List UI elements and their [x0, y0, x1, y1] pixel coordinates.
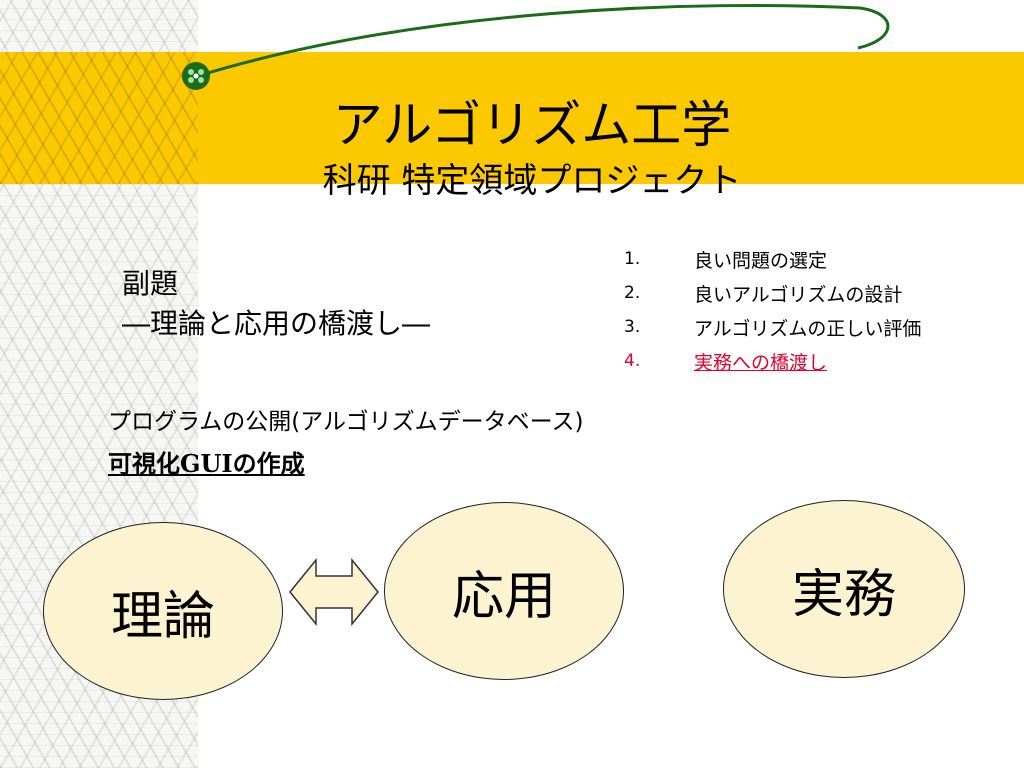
list-text: アルゴリズムの正しい評価	[694, 317, 922, 340]
list-number: 4.	[624, 351, 641, 371]
list-number: 2.	[624, 283, 641, 303]
application-ellipse: 応用	[384, 502, 624, 680]
list-item: 2. 良いアルゴリズムの設計	[624, 276, 921, 310]
slide-subtitle: 科研 特定領域プロジェクト	[322, 161, 742, 201]
list-text: 良いアルゴリズムの設計	[694, 283, 903, 306]
subtitle-block: 副題 ―理論と応用の橋渡し―	[122, 264, 430, 344]
logo-icon	[182, 62, 210, 90]
subtitle-text: ―理論と応用の橋渡し―	[122, 307, 431, 340]
list-item: 3. アルゴリズムの正しい評価	[624, 310, 921, 344]
goals-list: 1. 良い問題の選定 2. 良いアルゴリズムの設計 3. アルゴリズムの正しい評価 4…	[624, 242, 921, 378]
decoration	[182, 3, 890, 90]
list-item: 1. 良い問題の選定	[624, 242, 921, 276]
list-text: 良い問題の選定	[694, 249, 828, 272]
title-band	[0, 52, 1024, 184]
list-number: 3.	[624, 317, 641, 337]
practice-ellipse: 実務	[723, 500, 965, 678]
decorative-curve	[197, 3, 890, 78]
gui-text: 可視化GUIの作成	[108, 449, 305, 478]
application-label: 応用	[451, 566, 556, 627]
list-item-highlighted[interactable]: 4. 実務への橋渡し	[624, 344, 921, 378]
theory-ellipse: 理論	[43, 522, 283, 700]
publish-text: プログラムの公開(アルゴリズムデータベース)	[108, 409, 584, 435]
double-arrow-icon	[289, 557, 379, 627]
subtitle-heading: 副題	[122, 267, 179, 300]
list-number: 1.	[624, 249, 641, 269]
title-band-pattern	[0, 52, 198, 184]
practice-label: 実務	[791, 564, 896, 625]
theory-label: 理論	[110, 586, 215, 647]
practice-link[interactable]: 実務への橋渡し	[694, 351, 828, 374]
slide-title: アルゴリズム工学	[332, 96, 732, 154]
